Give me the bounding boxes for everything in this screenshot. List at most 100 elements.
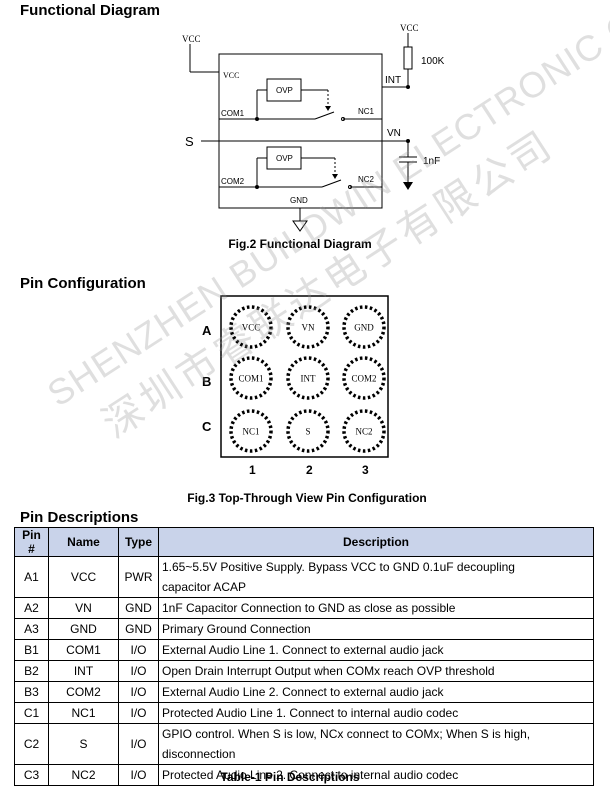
type-cell: I/O [118, 681, 159, 703]
description-cell: 1.65~5.5V Positive Supply. Bypass VCC to… [158, 556, 594, 598]
description-line: External Audio Line 1. Connect to extern… [162, 643, 444, 657]
package-outline [220, 295, 389, 458]
description-cell: GPIO control. When S is low, NCx connect… [158, 723, 594, 765]
row-label-b: B [202, 374, 211, 389]
description-line: External Audio Line 2. Connect to extern… [162, 685, 444, 699]
functional-diagram: VCC VCC VCC 100K INT OVP COM1 NC1 S VN 1… [182, 23, 445, 232]
resistor-label: 100K [421, 56, 445, 67]
pin-ball-label: NC2 [355, 427, 372, 437]
name-cell: GND [48, 618, 119, 640]
pin-cell: A1 [14, 556, 49, 598]
description-line: disconnection [162, 747, 236, 761]
ovp2-label: OVP [276, 154, 293, 163]
type-cell: I/O [118, 764, 159, 786]
type-cell: I/O [118, 723, 159, 765]
s-label: S [185, 134, 194, 149]
vn-label: VN [387, 128, 401, 139]
functional-diagram-heading: Functional Diagram [20, 2, 161, 19]
description-cell: Protected Audio Line 2. Connect to inter… [158, 764, 594, 786]
col-header-type: Type [118, 527, 159, 557]
vcc-pin-label: VCC [223, 71, 239, 80]
pin-cell: B1 [14, 639, 49, 661]
type-cell: GND [118, 618, 159, 640]
description-cell: External Audio Line 2. Connect to extern… [158, 681, 594, 703]
description-line: Protected Audio Line 1. Connect to inter… [162, 706, 459, 720]
description-line: Primary Ground Connection [162, 622, 311, 636]
name-cell: NC1 [48, 702, 119, 724]
cap-label: 1nF [423, 156, 440, 167]
com1-label: COM1 [221, 109, 245, 118]
description-line: GPIO control. When S is low, NCx connect… [162, 727, 531, 741]
table1-caption: Table-1 Pin Descriptions [220, 770, 360, 784]
pin-ball [286, 409, 330, 453]
type-cell: I/O [118, 660, 159, 682]
type-cell: GND [118, 597, 159, 619]
name-cell: VN [48, 597, 119, 619]
type-cell: PWR [118, 556, 159, 598]
fig2-caption: Fig.2 Functional Diagram [228, 237, 372, 251]
col-label-3: 3 [362, 463, 369, 477]
pin-configuration-heading: Pin Configuration [20, 275, 146, 292]
type-cell: I/O [118, 639, 159, 661]
pin-cell: B3 [14, 681, 49, 703]
pin-descriptions-heading: Pin Descriptions [20, 509, 139, 526]
nc1-label: NC1 [358, 107, 375, 116]
pin-ball-label: COM1 [238, 374, 263, 384]
col-header-description: Description [158, 527, 594, 557]
pin-ball-label: GND [354, 323, 374, 333]
description-cell: Protected Audio Line 1. Connect to inter… [158, 702, 594, 724]
name-cell: VCC [48, 556, 119, 598]
vcc-right-label: VCC [400, 23, 419, 33]
name-cell: NC2 [48, 764, 119, 786]
pin-cell: A2 [14, 597, 49, 619]
description-line: Open Drain Interrupt Output when COMx re… [162, 664, 495, 678]
int-label: INT [385, 75, 401, 86]
pin-ball [229, 305, 273, 349]
row-label-a: A [202, 323, 212, 338]
col-header-pin: Pin # [14, 527, 49, 557]
col-header-name: Name [48, 527, 119, 557]
nc2-label: NC2 [358, 175, 375, 184]
description-line: 1nF Capacitor Connection to GND as close… [162, 601, 456, 615]
pin-ball-label: VCC [242, 323, 261, 333]
pin-ball [229, 409, 273, 453]
name-cell: INT [48, 660, 119, 682]
com2-label: COM2 [221, 177, 245, 186]
col-label-1: 1 [249, 463, 256, 477]
description-cell: Open Drain Interrupt Output when COMx re… [158, 660, 594, 682]
vcc-left-label: VCC [182, 34, 201, 44]
gnd-label: GND [290, 196, 308, 205]
name-cell: COM2 [48, 681, 119, 703]
pin-ball [342, 409, 386, 453]
pin-ball [286, 356, 330, 400]
name-cell: COM1 [48, 639, 119, 661]
pin-ball-label: S [305, 427, 310, 437]
type-cell: I/O [118, 702, 159, 724]
pin-ball [286, 305, 330, 349]
description-line: capacitor ACAP [162, 580, 247, 594]
fig3-caption: Fig.3 Top-Through View Pin Configuration [187, 491, 427, 505]
description-line: Protected Audio Line 2. Connect to inter… [162, 768, 459, 782]
ovp1-label: OVP [276, 86, 293, 95]
table-header-row: Pin # Name Type Description [14, 527, 594, 557]
row-label-c: C [202, 419, 212, 434]
col-label-2: 2 [306, 463, 313, 477]
description-line: 1.65~5.5V Positive Supply. Bypass VCC to… [162, 560, 515, 574]
name-cell: S [48, 723, 119, 765]
pin-cell: C1 [14, 702, 49, 724]
pin-cell: C2 [14, 723, 49, 765]
pin-ball-label: COM2 [351, 374, 376, 384]
pin-cell: A3 [14, 618, 49, 640]
pin-ball-label: VN [302, 323, 315, 333]
description-cell: External Audio Line 1. Connect to extern… [158, 639, 594, 661]
resistor-100k [403, 46, 413, 70]
